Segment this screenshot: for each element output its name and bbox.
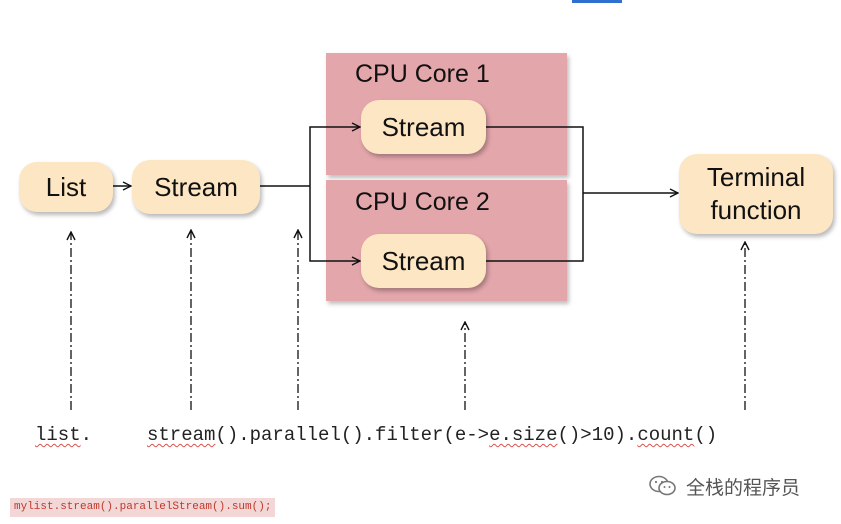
terminal-line-1: Terminal: [706, 162, 806, 192]
wechat-icon: [649, 475, 676, 496]
code-dot: .: [80, 424, 93, 446]
line-core2-out: [486, 193, 584, 262]
stream-node: Stream: [132, 160, 260, 214]
code-stream: stream: [147, 424, 216, 446]
code-end: (): [694, 424, 718, 446]
top-blue-mark: [572, 0, 622, 3]
terminal-function-node: Terminal function: [679, 154, 833, 234]
code-parallel-filter: ().parallel().filter(e->: [215, 424, 490, 446]
list-node: List: [19, 162, 113, 212]
core1-stream-node: Stream: [361, 100, 486, 154]
watermark-text: 全栈的程序员: [686, 477, 801, 499]
code-count: count: [637, 424, 695, 446]
code-line: list. stream().parallel().filter(e->e.si…: [0, 424, 841, 452]
code-chain: stream().parallel().filter(e->e.size()>1…: [147, 424, 717, 446]
code-esize: e.size: [489, 424, 558, 446]
core2-stream-node: Stream: [361, 234, 486, 288]
code-tail: ()>10).: [557, 424, 638, 446]
code-list: list.: [35, 424, 92, 446]
watermark: 全栈的程序员: [648, 473, 800, 499]
cpu-core-2-title: CPU Core 2: [355, 188, 490, 216]
arrow-to-core1-stream: [309, 127, 360, 186]
code-list-text: list: [35, 424, 81, 446]
line-core1-out: [486, 126, 584, 193]
footer-code-snippet: mylist.stream().parallelStream().sum();: [10, 498, 276, 517]
cpu-core-1-title: CPU Core 1: [355, 60, 490, 88]
arrow-to-core2-stream: [309, 186, 360, 261]
terminal-line-2: function: [710, 195, 802, 225]
